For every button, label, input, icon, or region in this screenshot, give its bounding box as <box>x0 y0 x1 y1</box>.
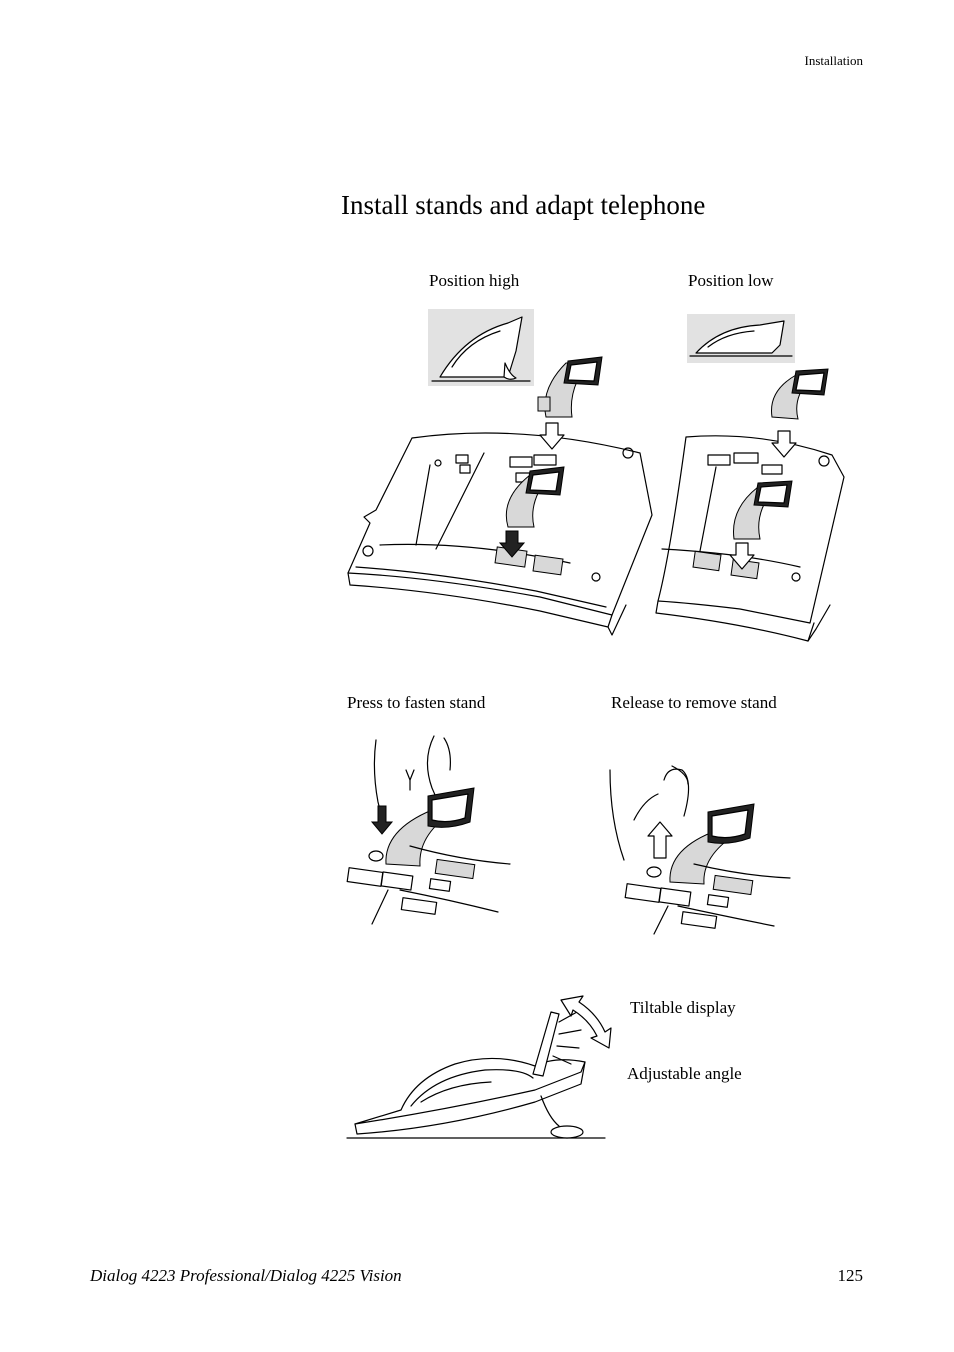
down-arrow-icon <box>539 422 565 450</box>
phone-underside-left <box>347 432 653 636</box>
down-arrow-icon <box>498 530 526 558</box>
tilt-arrow-icon <box>560 995 612 1049</box>
down-arrow-icon <box>729 542 755 570</box>
stand-part <box>505 466 565 528</box>
stand-part <box>733 480 793 540</box>
section-header: Installation <box>804 53 864 68</box>
press-fasten-caption: Press to fasten stand <box>347 693 486 712</box>
release-remove-caption: Release to remove stand <box>611 693 777 712</box>
stand-installation-illustration <box>347 309 845 642</box>
down-arrow-icon <box>370 805 394 835</box>
page-number: 125 <box>837 1266 864 1285</box>
stand-part <box>771 368 829 420</box>
up-arrow-icon <box>647 821 673 859</box>
adjustable-angle-caption: Adjustable angle <box>627 1064 742 1083</box>
release-remove-illustration <box>609 765 791 935</box>
down-arrow-icon <box>771 430 797 458</box>
page-title: Install stands and adapt telephone <box>341 190 706 220</box>
position-low-thumbnail <box>687 314 795 363</box>
position-high-caption: Position high <box>429 271 520 290</box>
stand-part <box>537 356 603 418</box>
position-low-caption: Position low <box>688 271 774 290</box>
press-fasten-illustration <box>346 735 511 925</box>
position-high-thumbnail <box>428 309 534 386</box>
tiltable-display-illustration <box>346 995 612 1139</box>
footer-product-name: Dialog 4223 Professional/Dialog 4225 Vis… <box>90 1266 402 1285</box>
tiltable-display-caption: Tiltable display <box>630 998 736 1017</box>
